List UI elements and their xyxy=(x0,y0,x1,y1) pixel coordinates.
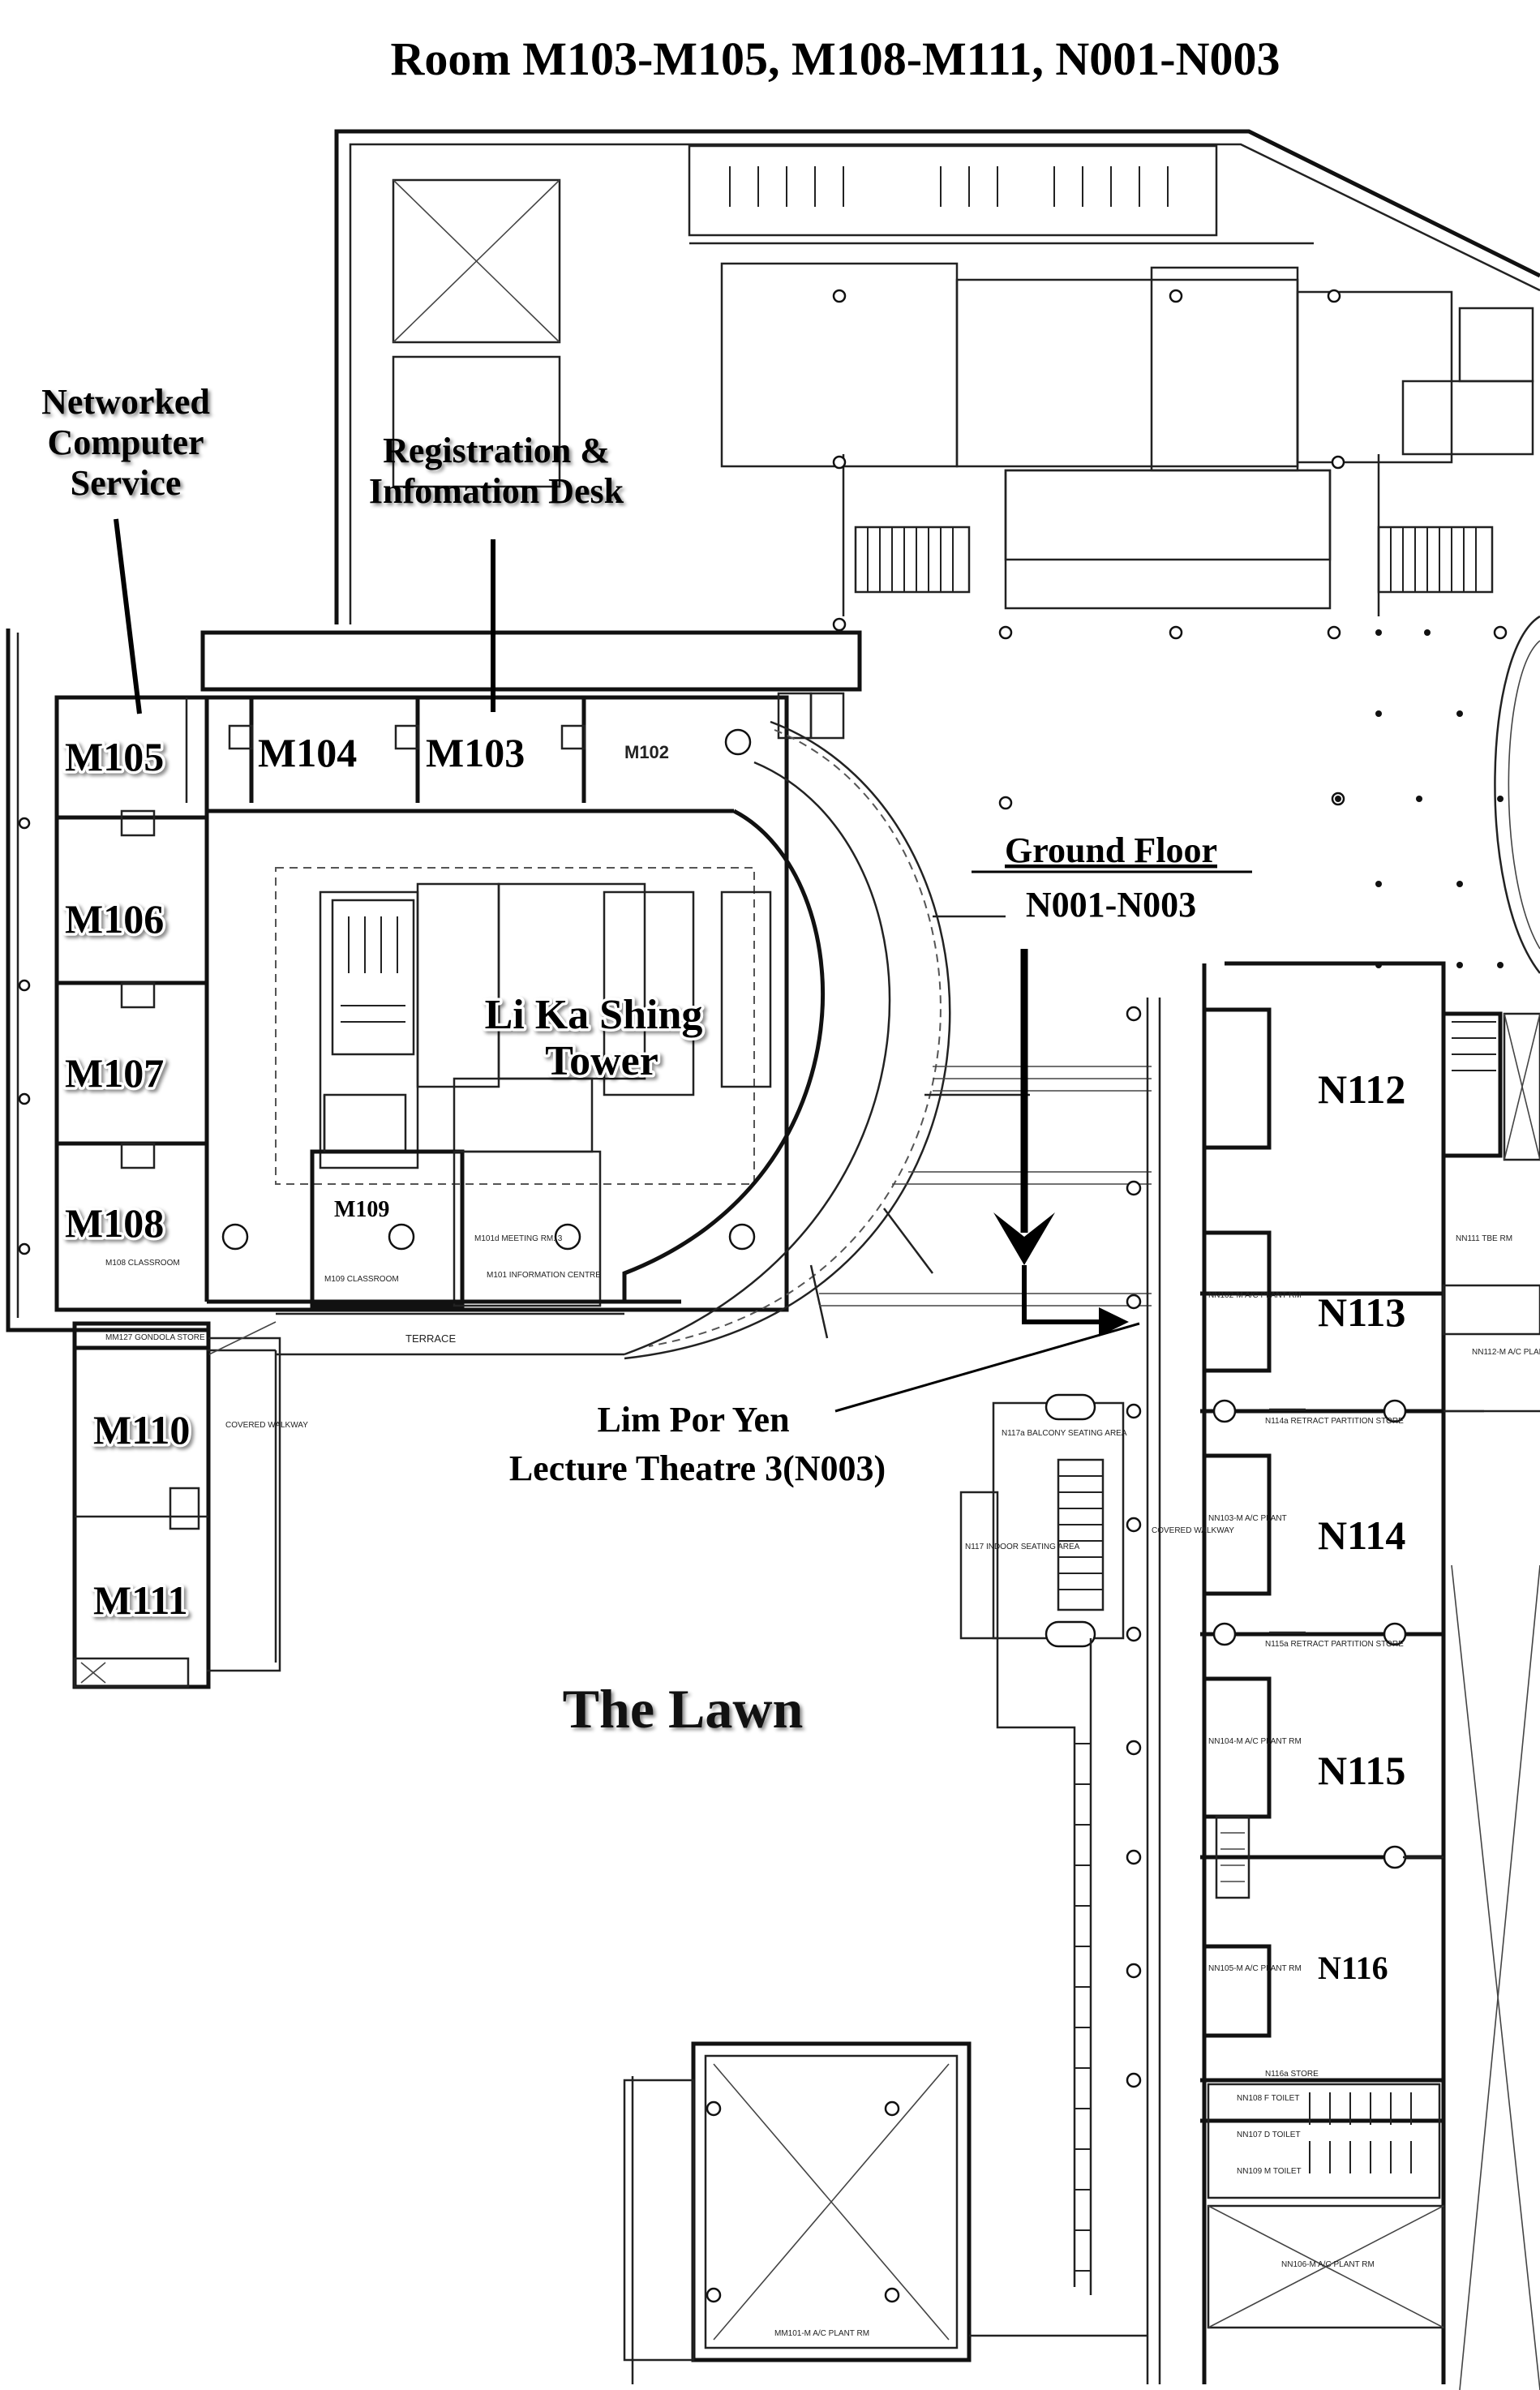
n-stair-upper xyxy=(1452,1021,1496,1071)
plaza-columns xyxy=(1335,629,1504,968)
label-nn104: NN104-M A/C PLANT RM xyxy=(1208,1737,1302,1746)
room-m104: M104 xyxy=(258,730,357,775)
room-n116: N116 xyxy=(1318,1950,1388,1986)
tower-toilets xyxy=(331,899,415,1056)
networked-callout: Networked Computer Service xyxy=(41,382,210,503)
m-block xyxy=(6,629,862,1332)
m110-annex xyxy=(72,1321,281,1689)
label-mm101: MM101-M A/C PLANT RM xyxy=(774,2329,869,2338)
arrow-head-down-icon xyxy=(993,1212,1055,1265)
n-block-toilets xyxy=(1207,2083,1441,2199)
label-mm127: MM127 GONDOLA STORE xyxy=(105,1333,205,1342)
terrace-steps xyxy=(276,1066,1152,1356)
registration-line-1: Registration & xyxy=(383,431,610,470)
label-n117: N117 INDOOR SEATING AREA xyxy=(965,1543,1080,1551)
label-n114a: N114a RETRACT PARTITION STORE xyxy=(1265,1417,1404,1426)
registration-callout: Registration & Infomation Desk xyxy=(369,431,624,511)
room-n113: N113 xyxy=(1318,1289,1405,1335)
label-n117a: N117a BALCONY SEATING AREA xyxy=(1002,1429,1127,1438)
page-title: Room M103-M105, M108-M111, N001-N003 xyxy=(391,32,1280,85)
theatre-balcony xyxy=(959,1393,1125,2295)
label-nn111: NN111 TBE RM xyxy=(1456,1234,1512,1243)
label-nn102: NN102-M A/C PLANT RM xyxy=(1208,1291,1302,1300)
networked-line-2: Computer xyxy=(47,423,204,462)
label-n116a: N116a STORE xyxy=(1265,2070,1319,2079)
label-nn107: NN107 D TOILET xyxy=(1237,2130,1301,2139)
round-pavilion xyxy=(1494,615,1540,974)
ground-floor-rooms: N001-N003 xyxy=(1026,885,1196,925)
label-nn103: NN103-M A/C PLANT xyxy=(1208,1514,1287,1523)
tower-label: Li Ka Shing Tower xyxy=(482,989,706,1088)
label-m101a: M101d MEETING RM. 3 xyxy=(474,1234,563,1243)
label-covered-walkway-right: COVERED WALKWAY xyxy=(1152,1526,1234,1535)
room-m105: M105 xyxy=(65,734,164,779)
room-labels: M105 M104 M103 M102 M106 M107 M108 M109 … xyxy=(62,727,1406,1987)
label-m108-classroom: M108 CLASSROOM xyxy=(105,1259,180,1268)
label-m109-classroom: M109 CLASSROOM xyxy=(324,1275,399,1284)
lim-por-yen-callout: Lim Por Yen Lecture Theatre 3(N003) xyxy=(506,1397,888,1491)
room-m111: M111 xyxy=(93,1577,188,1623)
small-annotations: M108 CLASSROOM M109 CLASSROOM M101d MEET… xyxy=(105,1234,1540,2338)
ground-floor-heading: Ground Floor xyxy=(1005,830,1217,870)
label-nn106: NN106-M A/C PLANT RM xyxy=(1281,2260,1375,2269)
room-m109: M109 xyxy=(334,1197,389,1222)
networked-line-1: Networked xyxy=(41,382,210,422)
label-nn112: NN112-M A/C PLANT RM xyxy=(1472,1348,1540,1357)
lim-line-2: Lecture Theatre 3(N003) xyxy=(509,1448,886,1488)
room-m103: M103 xyxy=(426,730,525,775)
ground-floor-callout: Ground Floor N001-N003 xyxy=(972,830,1252,925)
networked-line-3: Service xyxy=(71,463,182,503)
n-block xyxy=(1126,961,1540,2390)
room-n114: N114 xyxy=(1318,1513,1405,1558)
stair-north-left xyxy=(854,526,971,594)
room-m106: M106 xyxy=(65,896,164,942)
room-m107: M107 xyxy=(65,1050,164,1096)
label-covered-walkway-left: COVERED WALKWAY xyxy=(225,1421,308,1430)
arrow-head-right-icon xyxy=(1099,1307,1129,1337)
label-terrace: TERRACE xyxy=(405,1332,456,1345)
room-n115: N115 xyxy=(1318,1748,1405,1793)
lim-line-1: Lim Por Yen xyxy=(597,1400,789,1440)
registration-line-2: Infomation Desk xyxy=(369,471,624,511)
lawn-label: The Lawn xyxy=(563,1678,804,1740)
toilet-cubicles-top xyxy=(729,166,1169,207)
leader-lines xyxy=(114,518,1140,1413)
label-nn109: NN109 M TOILET xyxy=(1237,2167,1302,2176)
room-m108: M108 xyxy=(65,1200,164,1246)
label-n115a: N115a RETRACT PARTITION STORE xyxy=(1265,1640,1404,1649)
room-m110: M110 xyxy=(93,1407,190,1452)
room-n112: N112 xyxy=(1318,1066,1405,1112)
label-m101: M101 INFORMATION CENTRE xyxy=(487,1271,601,1280)
label-nn105: NN105-M A/C PLANT RM xyxy=(1208,1964,1302,1973)
label-nn108: NN108 F TOILET xyxy=(1237,2094,1299,2103)
lawn-stair xyxy=(1075,1743,1091,2272)
north-building xyxy=(334,129,1540,810)
stair-north-right xyxy=(1377,526,1494,594)
curved-terrace xyxy=(622,720,1030,1360)
room-m102: M102 xyxy=(624,742,669,762)
tower-line-1: Li Ka Shing xyxy=(485,992,703,1038)
plant-room-mm101 xyxy=(623,2041,1147,2384)
tower-line-2: Tower xyxy=(545,1038,658,1084)
